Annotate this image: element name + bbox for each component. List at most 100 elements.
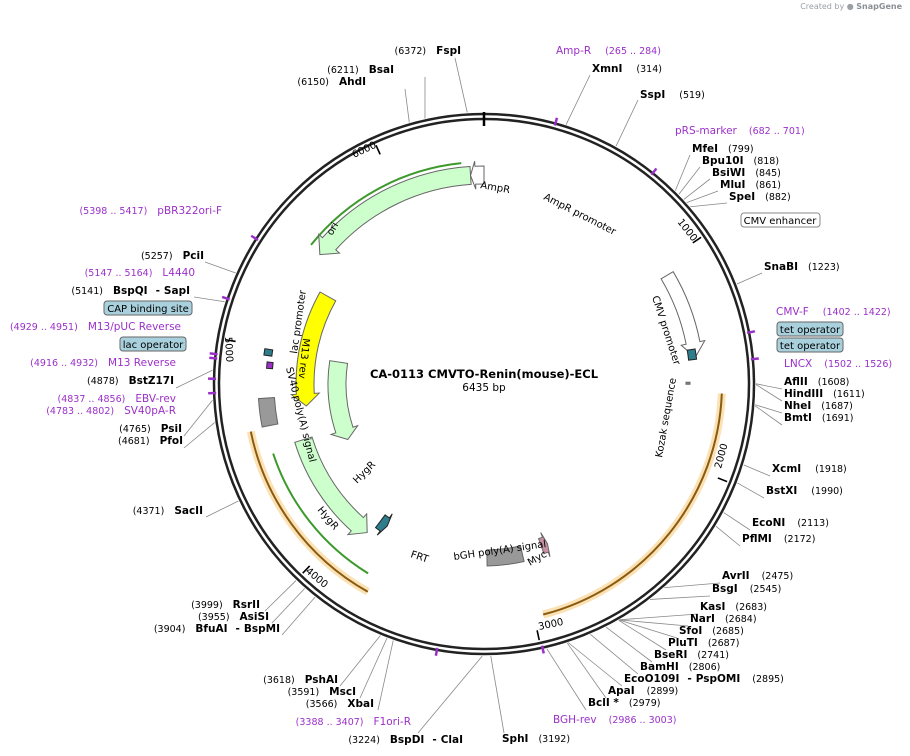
enzyme-bpu10i: Bpu10I(818) — [702, 155, 779, 167]
label-ampr: AmpR — [479, 180, 510, 196]
enzyme-pshai: (3618)PshAI — [263, 674, 338, 686]
leader-line — [404, 88, 410, 123]
primer-marker — [250, 234, 259, 242]
orange-arc-2 — [249, 431, 369, 593]
orange-arc-1 — [542, 393, 723, 616]
leader-line — [674, 154, 691, 191]
tick-label-3000: 3000 — [537, 617, 564, 633]
tick-5000 — [225, 338, 236, 343]
feature-bgh-poly-a-signal — [486, 545, 525, 567]
leader-line — [183, 400, 213, 437]
credit-brand: SnapGene — [856, 2, 902, 11]
leader-line — [183, 422, 215, 449]
leader-line — [204, 261, 236, 274]
primer-lncx: LNCX(1502 .. 1526) — [784, 358, 892, 370]
tick-label-1000: 1000 — [675, 217, 699, 244]
tick-3000 — [536, 630, 541, 641]
boxed-tet-operator-1: tet operator — [776, 321, 844, 337]
enzyme-bmti: BmtI(1691) — [784, 412, 853, 424]
green-arc-1 — [310, 162, 462, 246]
enzyme-mlui: MluI(861) — [720, 179, 781, 191]
plasmid-size: 6435 bp — [462, 382, 506, 394]
enzyme-sspi: SspI(519) — [640, 89, 705, 101]
tick-label-5000: 5000 — [222, 337, 234, 363]
enzyme-bstxi: BstXI(1990) — [766, 485, 843, 497]
enzyme-xcmi: XcmI(1918) — [772, 463, 847, 475]
enzyme-sacii: (4371)SacII — [133, 505, 203, 517]
enzyme-aflii: AflII(1608) — [784, 376, 849, 388]
leader-line — [686, 190, 719, 203]
enzyme-psii: (4765)PsiI — [119, 423, 182, 435]
green-arc-2 — [272, 453, 369, 575]
feature-kozak-sequence — [685, 381, 691, 385]
leader-line — [566, 642, 607, 699]
primer-amp-r: Amp-R(265 .. 284) — [556, 45, 661, 57]
leader-line — [754, 405, 783, 426]
leader-line — [755, 383, 783, 390]
primer-m13-puc-reverse: (4929 .. 4951)M13/pUC Reverse — [10, 321, 181, 333]
leader-line — [565, 74, 591, 125]
leader-line — [193, 296, 225, 303]
snapgene-credit: Created by ● SnapGene — [800, 2, 902, 11]
primer-f1ori-r: (3388 .. 3407)F1ori-R — [296, 716, 411, 728]
snapgene-logo-icon: ● — [846, 2, 854, 11]
leader-line — [664, 582, 721, 588]
enzyme-bstz17i: (4878)BstZ17I — [87, 375, 174, 387]
enzyme-avrii: AvrII(2475) — [722, 570, 793, 582]
enzyme-bsgi: BsgI(2545) — [712, 583, 781, 595]
tick-4000 — [302, 565, 311, 574]
leader-line — [490, 655, 505, 734]
primer-prs-marker: pRS-marker(682 .. 701) — [675, 125, 805, 137]
leader-line — [567, 642, 623, 687]
leader-line — [619, 619, 678, 639]
leader-line — [723, 512, 751, 531]
feature-tet-operator — [686, 348, 698, 361]
svg-text:CAP binding site: CAP binding site — [107, 304, 189, 315]
enzyme-ahdi: (6150)AhdI — [297, 76, 366, 88]
features-layer — [257, 161, 706, 567]
leader-line — [205, 500, 239, 518]
enzyme-mfei: MfeI(799) — [692, 143, 754, 155]
enzyme-rsrii: (3999)RsrII — [191, 599, 260, 611]
primer-pbr322ori-f: (5398 .. 5417)pBR322ori-F — [79, 205, 222, 217]
enzyme-bspqi-sapi: (5141)BspQI-SapI — [71, 285, 190, 297]
leader-line — [615, 99, 639, 147]
leader-line — [715, 525, 741, 547]
primer-ebv-rev: (4837 .. 4856)EBV-rev — [58, 393, 177, 405]
feature-sv40-poly-a-signal — [257, 397, 279, 428]
leader-line — [618, 619, 667, 651]
tick-6000 — [375, 144, 381, 155]
leader-line — [743, 464, 771, 477]
enzyme-pcii: (5257)PciI — [141, 250, 204, 262]
leader-lines-layer — [175, 57, 783, 734]
enzyme-xmni: XmnI(314) — [592, 63, 662, 75]
primer-marker — [209, 356, 218, 360]
svg-text:tet operator: tet operator — [780, 341, 841, 352]
leader-line — [417, 655, 483, 734]
leader-line — [454, 57, 468, 113]
enzyme-pluti: PluTI(2687) — [668, 637, 739, 649]
leader-line — [605, 626, 653, 663]
enzyme-hindiii: HindIII(1611) — [784, 388, 865, 400]
boxed-tet-operator-2: tet operator — [776, 337, 844, 353]
boxed-cap-binding-site: CAP binding site — [103, 300, 193, 316]
enzyme-spei: SpeI(882) — [729, 191, 791, 203]
enzyme-sfoi: SfoI(2685) — [679, 625, 744, 637]
enzyme-ecoo109i-pspomi: EcoO109I-PspOMI(2895) — [624, 673, 784, 685]
enzyme-sphi: SphI(3192) — [502, 733, 570, 745]
label-m13-rev: M13 rev — [296, 338, 311, 380]
primer-marker — [221, 295, 231, 301]
enzyme-fspi: (6372)FspI — [395, 45, 461, 57]
leader-line — [339, 635, 381, 687]
leader-line — [619, 613, 699, 621]
tick-2000 — [717, 477, 728, 483]
enzyme-pfoi: (4681)PfoI — [118, 435, 183, 447]
feature-hygr — [294, 436, 368, 536]
leader-line — [683, 178, 711, 200]
svg-text:CMV enhancer: CMV enhancer — [744, 216, 818, 227]
primer-marker — [553, 117, 559, 126]
leader-line — [271, 588, 305, 624]
orange-arc-1-glow — [542, 393, 726, 619]
enzyme-bcli: BclI *(2979) — [588, 697, 660, 709]
svg-text:tet operator: tet operator — [780, 325, 841, 336]
